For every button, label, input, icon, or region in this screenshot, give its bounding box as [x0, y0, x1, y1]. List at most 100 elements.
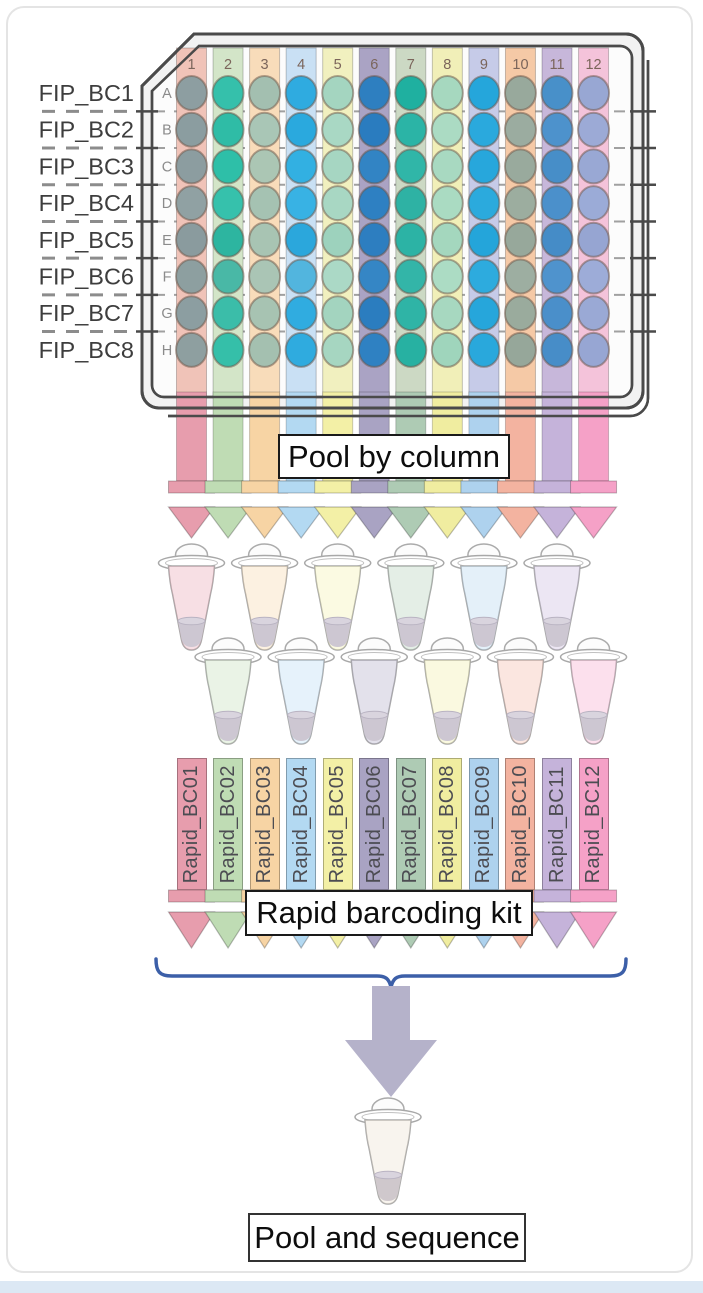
column-number: 10 — [512, 57, 528, 73]
fip-barcode-label: FIP_BC3 — [39, 153, 134, 179]
well — [211, 185, 245, 222]
well — [175, 148, 208, 185]
pool-arrow-head — [203, 506, 253, 540]
well — [503, 185, 537, 222]
tube-liquid — [287, 715, 315, 741]
tube-liquid-surface — [287, 710, 316, 720]
tube-liquid — [397, 621, 425, 647]
well — [430, 258, 464, 295]
well — [175, 185, 208, 222]
well — [211, 148, 245, 185]
tube-liquid-surface — [433, 710, 462, 720]
well — [394, 111, 428, 148]
fip-barcode-label: FIP_BC2 — [39, 117, 134, 143]
well — [248, 295, 282, 332]
well — [284, 295, 318, 332]
well — [357, 185, 391, 222]
fip-barcode-label: FIP_BC8 — [39, 337, 134, 363]
column-number: 7 — [407, 57, 415, 73]
tube-liquid-surface — [506, 710, 535, 720]
barcode-arrow-head — [569, 911, 618, 950]
well — [248, 111, 282, 148]
pool-arrow-head — [350, 506, 399, 540]
well — [577, 185, 611, 222]
well — [540, 331, 574, 368]
well — [394, 221, 428, 258]
column-number: 12 — [585, 57, 601, 73]
fip-barcode-label: FIP_BC7 — [39, 300, 134, 326]
well — [577, 331, 611, 368]
barcode-arrow-head — [167, 911, 216, 950]
pool-arrow-shaft — [249, 391, 281, 482]
tube-liquid — [506, 715, 534, 741]
brace — [154, 957, 628, 988]
well — [357, 331, 391, 368]
bottom-strip — [0, 1281, 703, 1293]
well — [467, 111, 501, 148]
well — [540, 185, 574, 222]
column-number: 9 — [480, 57, 488, 73]
column-number: 11 — [549, 57, 564, 73]
well — [503, 111, 537, 148]
well — [175, 221, 208, 258]
well — [175, 331, 208, 368]
well — [503, 295, 537, 332]
plate-outline-stroke — [140, 32, 645, 410]
rapid-barcoding-kit-label: Rapid barcoding kit — [245, 890, 533, 936]
tube-liquid-surface — [360, 710, 389, 720]
well — [503, 331, 537, 368]
tube-liquid-surface — [250, 616, 279, 626]
well — [284, 148, 318, 185]
column-number: 2 — [224, 57, 232, 73]
well — [577, 258, 611, 295]
well — [248, 258, 282, 295]
tube-liquid-surface — [374, 1170, 402, 1180]
pool-and-sequence-label: Pool and sequence — [248, 1213, 526, 1262]
well — [430, 295, 464, 332]
well — [394, 75, 428, 111]
well — [321, 331, 355, 368]
well — [321, 75, 355, 111]
row-letter: F — [163, 270, 172, 286]
tube-liquid — [543, 621, 571, 647]
pool-arrow-head — [532, 506, 582, 540]
barcode-arrow-band — [570, 889, 618, 903]
tube-liquid — [433, 715, 461, 741]
tube-liquid — [374, 1175, 402, 1201]
well — [540, 111, 574, 148]
well — [211, 221, 245, 258]
well — [211, 295, 245, 332]
pool-arrow-head — [569, 506, 618, 540]
well — [503, 75, 537, 111]
well — [503, 258, 537, 295]
pool-arrow-shaft — [541, 391, 573, 482]
pool-arrow-shaft — [176, 391, 207, 482]
well — [175, 111, 208, 148]
well — [467, 75, 501, 111]
well — [284, 75, 318, 111]
column-number: 1 — [187, 57, 195, 73]
pool-arrow-shaft — [212, 391, 244, 482]
well — [175, 75, 208, 111]
plate-stacked-edge-stroke — [168, 60, 650, 418]
well — [284, 221, 318, 258]
well — [357, 258, 391, 295]
tube-liquid — [470, 621, 498, 647]
pool-by-column-text: Pool by column — [288, 438, 500, 474]
tube-liquid-surface — [396, 616, 425, 626]
column-number: 3 — [261, 57, 269, 73]
tube-liquid — [251, 621, 279, 647]
well — [248, 75, 282, 111]
well — [467, 221, 501, 258]
well — [540, 148, 574, 185]
well — [321, 148, 355, 185]
well — [357, 295, 391, 332]
rapid-barcoding-kit-text: Rapid barcoding kit — [256, 895, 522, 930]
well — [321, 221, 355, 258]
well — [430, 111, 464, 148]
pool-arrow-head — [496, 506, 545, 540]
pool-arrow-head — [423, 506, 472, 540]
tube-liquid — [178, 621, 205, 647]
tube-liquid-surface — [323, 616, 352, 626]
